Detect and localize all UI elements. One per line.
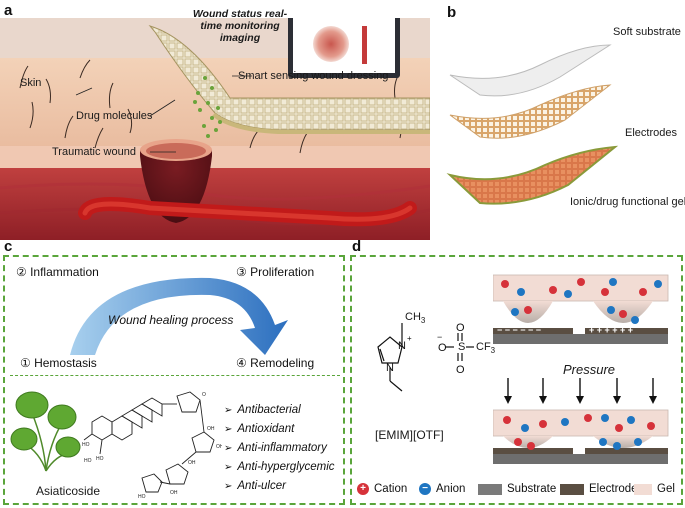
layer-label-0: Soft substrate (613, 26, 681, 38)
legend-cation: + Cation (357, 483, 407, 495)
legend-substrate: Substrate (478, 483, 556, 495)
pressure-label: Pressure (563, 362, 616, 377)
stage-proliferation: ③ Proliferation (236, 265, 315, 279)
cf3-label: CF3 (476, 341, 496, 356)
panel-label-b: b (447, 4, 457, 21)
stage-inflammation: ② Inflammation (16, 265, 99, 279)
gel-swatch (634, 483, 652, 495)
property-1: Antioxidant (224, 423, 294, 435)
legend-anion-label: Anion (436, 483, 466, 495)
legend-gel: Gel (634, 483, 675, 495)
legend-electrode: Electrode (560, 483, 638, 495)
svg-text:HO: HO (82, 442, 90, 448)
svg-text:− − − − − −: − − − − − − (497, 325, 541, 335)
svg-text:O: O (202, 392, 206, 398)
svg-text:OH: OH (188, 460, 196, 466)
monitor-title: Wound status real-time monitoring imagin… (192, 8, 288, 44)
centella-plant-image (10, 391, 81, 472)
svg-text:O: O (456, 364, 465, 376)
property-3: Anti-hyperglycemic (224, 461, 334, 473)
emim-otf-structure: N+ N O− OO (377, 322, 474, 392)
legend-cation-label: Cation (374, 483, 408, 495)
legend-electrode-label: Electrode (589, 483, 638, 495)
s-atom: S (458, 341, 466, 353)
compound-label: Asiaticoside (36, 484, 101, 498)
panel-c-frame (3, 255, 345, 505)
anion-icon: − (419, 483, 431, 495)
pressure-sensor-diagram: − − − − − − + + + + + + (493, 274, 669, 464)
svg-text:−: − (437, 332, 442, 342)
asiaticoside-structure: HO HO HO O OH OH OH OH HO (82, 391, 222, 500)
svg-text:OH: OH (216, 444, 222, 450)
svg-text:+: + (407, 334, 412, 343)
panel-d-frame (350, 255, 683, 505)
svg-text:N: N (386, 362, 394, 374)
drug-label: Drug molecules (76, 110, 153, 122)
stage-remodeling: ④ Remodeling (236, 356, 315, 370)
ch3-text: CH (405, 311, 421, 323)
layer-label-2: Ionic/drug functional gel (570, 196, 685, 208)
skin-label: Skin (20, 77, 42, 89)
svg-text:HO: HO (96, 456, 104, 462)
legend-gel-label: Gel (657, 483, 675, 495)
svg-text:HO: HO (84, 458, 92, 464)
panel-label-a: a (4, 2, 13, 19)
layer-label-1: Electrodes (625, 127, 677, 139)
svg-text:O: O (456, 322, 465, 334)
svg-text:+ + + + + +: + + + + + + (589, 325, 633, 335)
panel-label-c: c (4, 238, 13, 255)
svg-text:HO: HO (138, 494, 146, 500)
cation-icon: + (357, 483, 369, 495)
svg-text:N: N (398, 340, 406, 352)
dressing-label: Smart sensing wound dressing (238, 70, 389, 82)
ch3-label: CH3 (405, 311, 426, 326)
cf3-text: CF (476, 341, 491, 353)
wound-label: Traumatic wound (52, 146, 136, 158)
property-2: Anti-inflammatory (224, 442, 326, 454)
formula-label: [EMIM][OTF] (375, 428, 444, 442)
svg-text:OH: OH (170, 490, 178, 496)
legend-substrate-label: Substrate (507, 483, 557, 495)
svg-text:OH: OH (207, 426, 215, 432)
electrode-swatch (560, 483, 584, 495)
panel-c-divider (10, 375, 340, 376)
substrate-swatch (478, 483, 502, 495)
layer-stack-illustration (446, 44, 619, 205)
healing-arrow (70, 277, 288, 355)
stage-hemostasis: ① Hemostasis (20, 356, 97, 370)
panel-label-d: d (352, 238, 362, 255)
svg-text:O: O (438, 342, 447, 354)
property-0: Antibacterial (224, 404, 300, 416)
property-4: Anti-ulcer (224, 480, 286, 492)
process-label: Wound healing process (108, 313, 234, 327)
wound-dressing-illustration (0, 18, 430, 240)
legend-anion: −Anion (419, 483, 465, 495)
